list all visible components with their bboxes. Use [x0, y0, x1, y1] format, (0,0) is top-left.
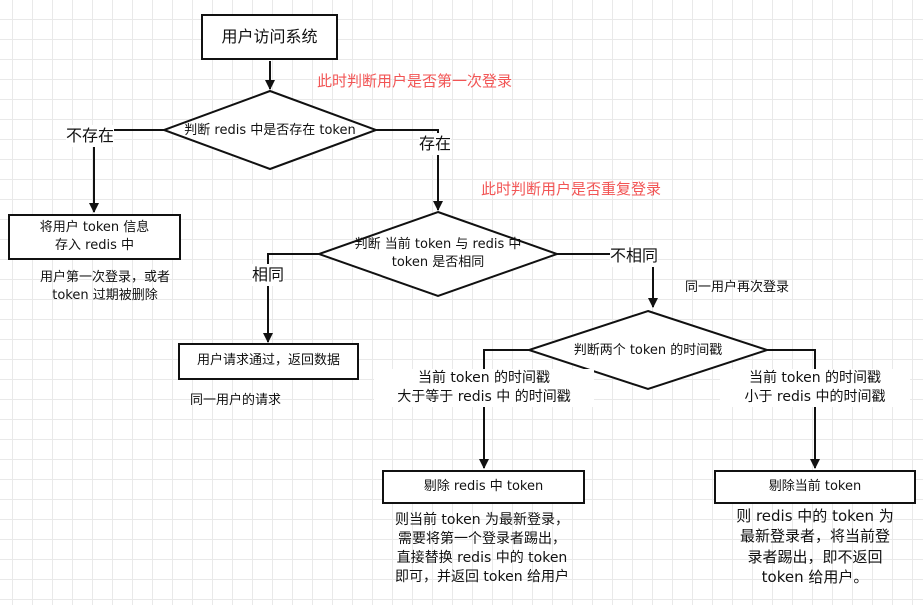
- start-node: 用户访问系统: [201, 14, 338, 60]
- edge-ts-gte: [479, 349, 529, 469]
- request-pass-label: 用户请求通过，返回数据: [196, 353, 340, 369]
- decision-token-same-label: 判断 当前 token 与 redis 中 token 是否相同: [325, 236, 551, 271]
- note-kick-first-line-2: 需要将第一个登录者踢出，: [398, 530, 566, 547]
- edge-label-ts-gte-line-1: 当前 token 的时间戳: [417, 370, 551, 386]
- note-kick-current-line-1: 则 redis 中的 token 为: [736, 507, 894, 525]
- note-kick-first-line-4: 即可，并返回 token 给用户: [394, 568, 570, 585]
- remove-current-token-label: 剔除当前 token: [768, 478, 862, 494]
- decision-token-same-line-2: token 是否相同: [391, 254, 485, 270]
- edge-label-not-exist: 不存在: [66, 125, 115, 147]
- note-first-login-line-1: 用户第一次登录，或者: [39, 270, 170, 285]
- edge-exist: [376, 129, 443, 211]
- decision-token-same-diamond: [315, 210, 561, 298]
- edge-label-ts-lt: 当前 token 的时间戳 小于 redis 中的时间戳: [720, 369, 910, 407]
- decision-timestamp-label: 判断两个 token 的时间戳: [573, 343, 723, 358]
- remove-redis-token-label: 剔除 redis 中 token: [423, 478, 544, 494]
- edge-label-different: 不相同: [610, 245, 659, 267]
- edge-ts-lt: [767, 349, 820, 469]
- note-kick-current-line-3: 录者踢出，即不返回: [747, 547, 883, 566]
- decision-token-exists-label: 判断 redis 中是否存在 token: [184, 123, 356, 138]
- note-kick-first-line-1: 则当前 token 为最新登录，: [394, 512, 570, 528]
- edge-label-same: 相同: [252, 264, 285, 286]
- edge-label-ts-gte: 当前 token 的时间戳 大于等于 redis 中 的时间戳: [374, 369, 594, 407]
- note-first-login-line-2: token 过期被删除: [52, 287, 158, 303]
- edge-same: [263, 253, 319, 343]
- decision-token-same-line-1: 判断 当前 token 与 redis 中: [354, 237, 522, 252]
- store-token-line-2: 存入 redis 中: [55, 238, 134, 253]
- note-kick-first-login: 则当前 token 为最新登录， 需要将第一个登录者踢出， 直接替换 redis…: [369, 511, 595, 587]
- store-token-node: 将用户 token 信息 存入 redis 中: [8, 214, 181, 260]
- note-same-user-request: 同一用户的请求: [190, 393, 282, 408]
- note-same-user-relogin: 同一用户再次登录: [685, 280, 790, 295]
- edge-label-ts-lt-line-1: 当前 token 的时间戳: [748, 370, 882, 386]
- note-check-first-login: 此时判断用户是否第一次登录: [317, 72, 513, 90]
- remove-redis-token-node: 剔除 redis 中 token: [382, 470, 585, 504]
- decision-token-exists-diamond: [161, 89, 379, 171]
- request-pass-node: 用户请求通过，返回数据: [178, 343, 359, 380]
- note-kick-first-line-3: 直接替换 redis 中的 token: [396, 549, 568, 566]
- edge-label-ts-lt-line-2: 小于 redis 中的时间戳: [744, 388, 886, 405]
- edge-label-exist: 存在: [419, 133, 452, 155]
- note-first-login: 用户第一次登录，或者 token 过期被删除: [20, 269, 190, 304]
- edge-label-ts-gte-line-2: 大于等于 redis 中 的时间戳: [397, 388, 571, 405]
- note-kick-current-line-4: token 给用户。: [761, 567, 869, 586]
- start-node-label: 用户访问系统: [221, 26, 318, 46]
- store-token-line-1: 将用户 token 信息: [39, 219, 150, 235]
- note-kick-current-line-2: 最新登录者，将当前登: [739, 527, 890, 546]
- note-check-repeat-login: 此时判断用户是否重复登录: [481, 180, 662, 198]
- note-kick-current-login: 则 redis 中的 token 为 最新登录者，将当前登 录者踢出，即不返回 …: [718, 506, 912, 587]
- remove-current-token-node: 剔除当前 token: [714, 470, 916, 504]
